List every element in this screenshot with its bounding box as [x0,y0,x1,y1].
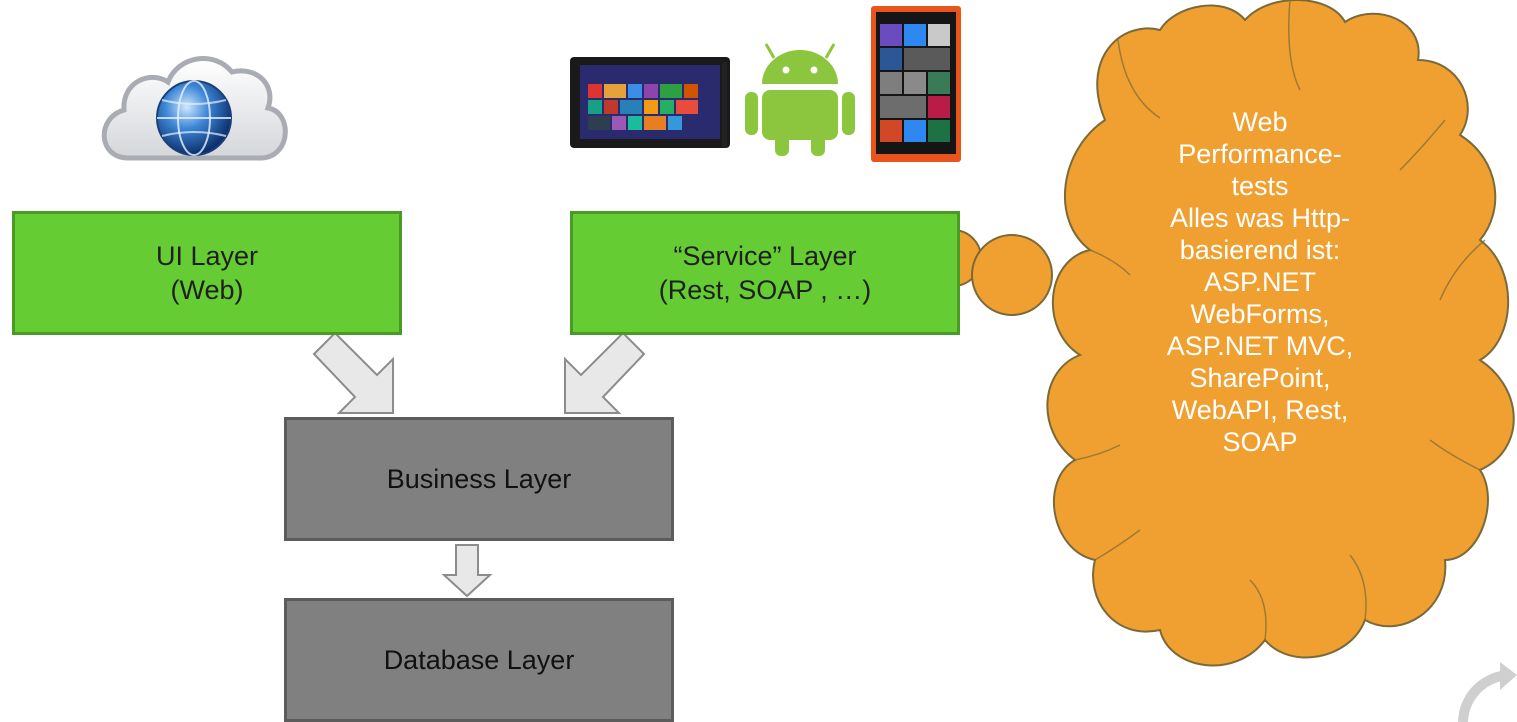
windows-phone-icon [871,6,961,162]
cloud-callout-shape [1046,0,1515,667]
arrow-service-to-business [564,331,646,414]
business-layer-box: Business Layer [284,417,674,541]
callout-text: Web Performance- tests Alles was Http- b… [1090,106,1430,458]
callout-line: tests [1231,171,1289,201]
callout-line: Alles was Http- [1169,203,1351,233]
callout-line: Web [1232,107,1288,137]
refresh-arrows-icon [1458,662,1517,722]
arrow-business-to-database [441,544,493,598]
callout-line: ASP.NET [1203,267,1317,297]
arrow-ui-to-business [312,331,394,414]
callout-line: WebAPI, Rest, [1171,395,1349,425]
ui-layer-box: UI Layer (Web) [12,211,402,335]
callout-line: SharePoint, [1189,363,1331,393]
callout-line: ASP.NET MVC, [1166,331,1354,361]
android-robot-icon [745,43,855,156]
callout-line: WebForms, [1190,299,1330,329]
callout-line: SOAP [1222,427,1298,457]
service-layer-box: “Service” Layer (Rest, SOAP , …) [570,211,960,335]
web-cloud-globe-icon [101,56,288,161]
database-layer-title: Database Layer [383,645,575,675]
service-layer-subtitle: (Rest, SOAP , …) [658,275,872,305]
callout-line: basierend ist: [1179,235,1341,265]
business-layer-title: Business Layer [386,464,572,494]
windows-tablet-icon [570,57,730,148]
callout-line: Performance- [1178,139,1342,169]
ui-layer-subtitle: (Web) [170,275,244,305]
database-layer-box: Database Layer [284,598,674,722]
service-layer-title: “Service” Layer [673,241,857,271]
ui-layer-title: UI Layer [155,241,259,271]
